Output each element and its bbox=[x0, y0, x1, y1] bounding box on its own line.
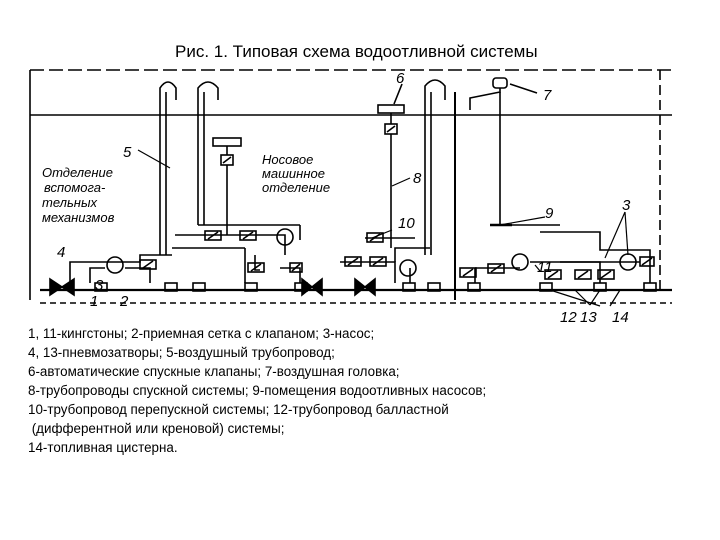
legend-line-5: 10-трубопровод перепускной системы; 12-т… bbox=[28, 402, 449, 417]
callout-5: 5 bbox=[123, 144, 132, 161]
legend-line-7: 14-топливная цистерна. bbox=[28, 440, 178, 455]
legend: 1, 11-кингстоны; 2-приемная сетка с клап… bbox=[28, 324, 486, 457]
hull-outline bbox=[29, 69, 672, 304]
piping bbox=[69, 224, 651, 283]
pumps bbox=[106, 228, 637, 277]
air-head bbox=[469, 77, 538, 227]
callout-4: 4 bbox=[57, 244, 65, 261]
callout-3: 3 bbox=[95, 277, 104, 294]
legend-line-3: 6-автоматические спускные клапаны; 7-воз… bbox=[28, 364, 400, 379]
drainage-system-diagram: Отделение вспомога- тельных механизмов Н… bbox=[29, 69, 672, 326]
bow-room-label-2: машинное bbox=[262, 166, 325, 181]
callout-9: 9 bbox=[545, 205, 554, 222]
callout-10: 10 bbox=[398, 215, 415, 232]
callout-3b: 3 bbox=[622, 197, 631, 214]
leader-lines bbox=[137, 149, 629, 307]
bow-room-label-1: Носовое bbox=[262, 152, 313, 167]
callout-6: 6 bbox=[396, 70, 405, 87]
callout-1: 1 bbox=[90, 293, 98, 310]
legend-line-1: 1, 11-кингстоны; 2-приемная сетка с клап… bbox=[28, 326, 375, 341]
kingston-valves bbox=[49, 277, 376, 297]
legend-line-6: (дифферентной или креновой) системы; bbox=[28, 421, 285, 436]
callout-11: 11 bbox=[537, 259, 553, 276]
aux-room-label-2: вспомога- bbox=[44, 180, 106, 195]
aux-room-label-4: механизмов bbox=[42, 210, 115, 225]
bow-room-label-3: отделение bbox=[262, 180, 330, 195]
aux-room-label-1: Отделение bbox=[42, 165, 113, 180]
air-pipes bbox=[159, 79, 446, 255]
callout-14: 14 bbox=[612, 309, 629, 326]
callout-2: 2 bbox=[119, 293, 129, 310]
valves bbox=[139, 230, 655, 280]
callout-labels: 1 2 3 4 5 6 7 8 9 10 11 3 12 13 14 bbox=[57, 70, 631, 326]
callout-12: 12 bbox=[560, 309, 577, 326]
legend-line-4: 8-трубопроводы спускной системы; 9-помещ… bbox=[28, 383, 487, 398]
callout-8: 8 bbox=[413, 170, 422, 187]
callout-7: 7 bbox=[543, 87, 552, 104]
figure-title: Рис. 1. Типовая схема водоотливной систе… bbox=[175, 42, 538, 61]
callout-13: 13 bbox=[580, 309, 597, 326]
suction-boxes bbox=[94, 282, 657, 292]
legend-line-2: 4, 13-пневмозатворы; 5-воздушный трубопр… bbox=[28, 345, 335, 360]
drain-valves bbox=[212, 83, 405, 248]
aux-room-label-3: тельных bbox=[42, 195, 98, 210]
